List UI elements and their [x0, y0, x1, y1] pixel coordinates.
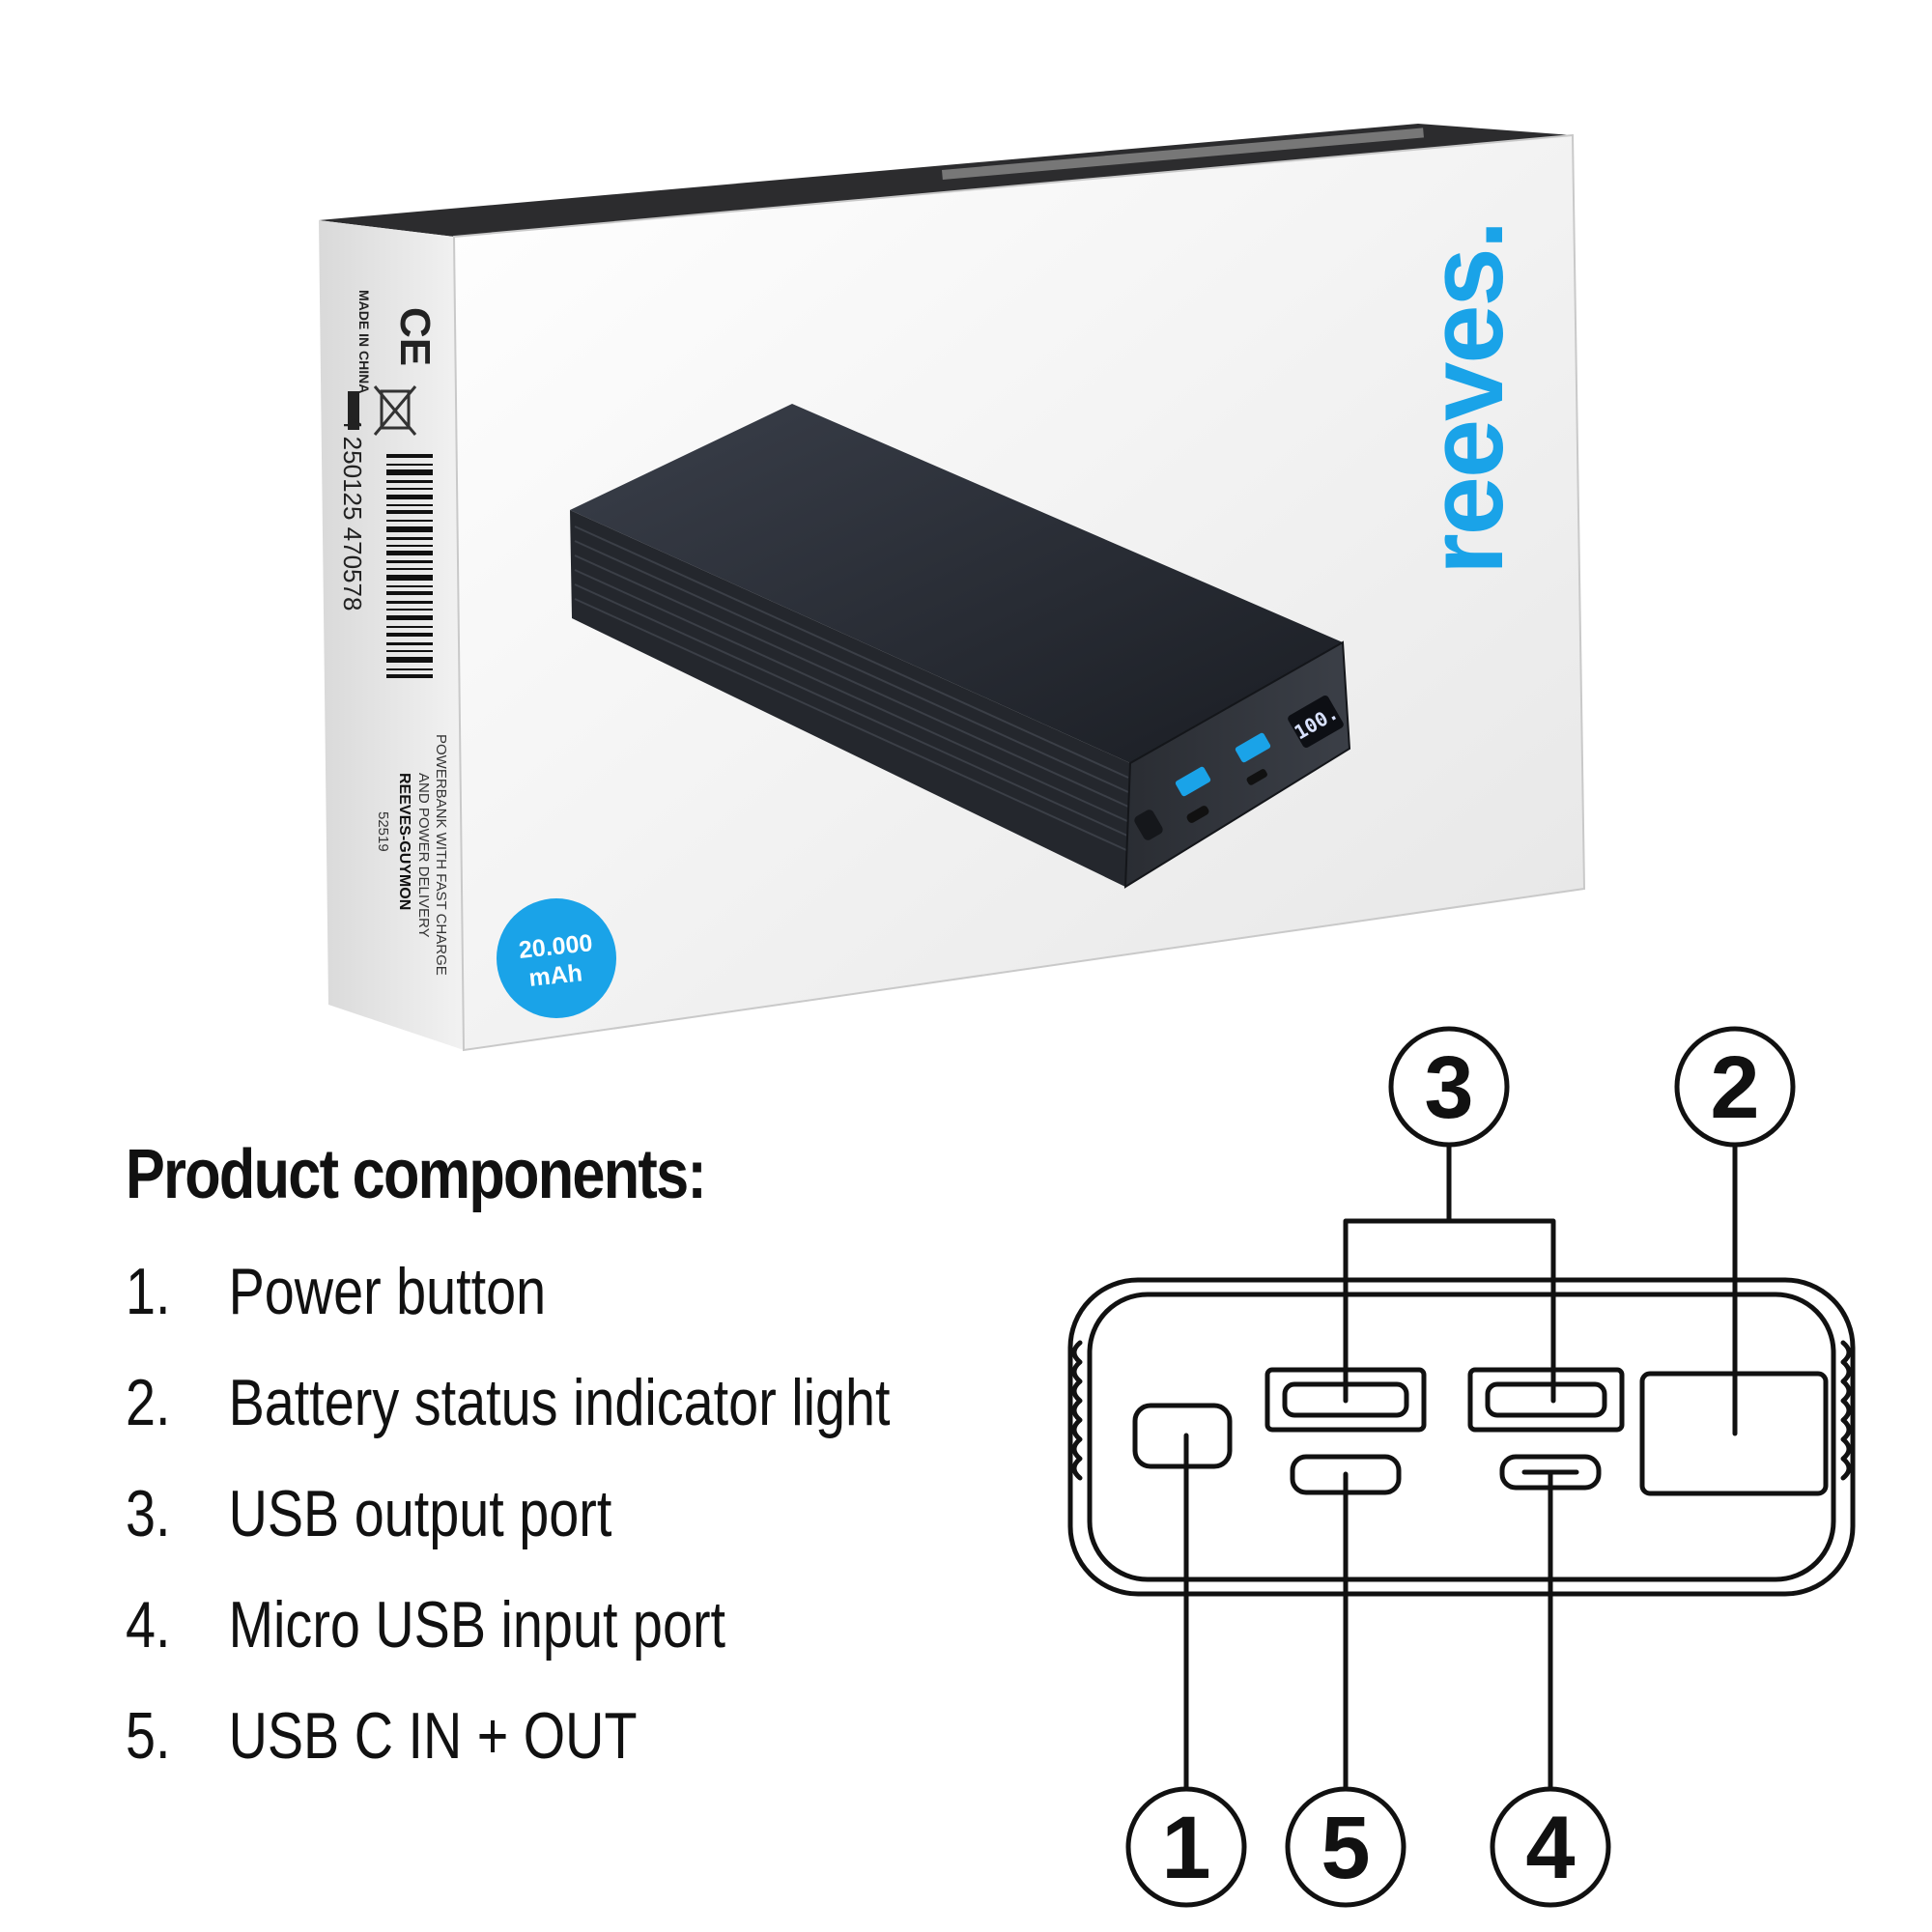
component-item: 5. USB C IN + OUT: [126, 1680, 918, 1791]
component-label: Micro USB input port: [228, 1587, 726, 1662]
side-code: 52519: [375, 811, 391, 852]
component-label: Battery status indicator light: [228, 1365, 891, 1439]
component-item: 4. Micro USB input port: [126, 1569, 918, 1680]
component-label: USB output port: [228, 1476, 612, 1550]
device-outline-outer: [1067, 1277, 1856, 1597]
component-number: 4.: [126, 1587, 171, 1662]
side-made-in: MADE IN CHINA: [356, 290, 372, 393]
product-box-illustration: MADE IN CHINA CE: [319, 124, 1586, 1052]
capacity-unit: mAh: [527, 959, 583, 992]
barcode: [386, 454, 433, 678]
callout-label-4: 4: [1525, 1799, 1575, 1897]
capacity-badge: [497, 898, 616, 1018]
device-usb-c: [1186, 806, 1209, 823]
component-label: USB C IN + OUT: [228, 1698, 638, 1773]
device-usb-a-1: [1175, 766, 1211, 797]
components-items: 1. Power button 2. Battery status indicato…: [126, 1236, 1092, 1791]
right-grip: [1840, 1340, 1852, 1481]
component-number: 3.: [126, 1476, 171, 1550]
callout-label-1: 1: [1161, 1799, 1210, 1897]
device-usb-a-2: [1235, 732, 1271, 763]
device-outline-inner: [1087, 1292, 1836, 1582]
micro-usb-port-shape: [1499, 1454, 1602, 1491]
usb-output-2-shape: [1467, 1367, 1625, 1433]
component-item: 1. Power button: [126, 1236, 918, 1347]
power-button-shape: [1132, 1403, 1233, 1469]
usb-c-port-shape: [1290, 1454, 1402, 1495]
callout-circle-4: [1490, 1786, 1611, 1908]
components-title: Product components:: [126, 1136, 707, 1213]
side-desc-line1: POWERBANK WITH FAST CHARGE: [433, 734, 449, 976]
callout-circle-5: [1285, 1786, 1406, 1908]
side-model: REEVES-GUYMON: [396, 773, 412, 910]
component-number: 5.: [126, 1698, 171, 1773]
usb-output-1-inner: [1282, 1381, 1409, 1418]
leader-line-3: [1343, 1218, 1556, 1404]
battery-indicator-shape: [1639, 1371, 1829, 1496]
component-label: Power button: [228, 1254, 547, 1328]
callout-circle-1: [1125, 1786, 1247, 1908]
brand-logo: reeves.: [1406, 222, 1525, 575]
weee-icon: [348, 385, 417, 436]
device-display: [1288, 696, 1344, 748]
side-desc-line2: AND POWER DELIVERY: [415, 773, 432, 938]
barcode-number: 4 250125 470578: [338, 415, 367, 611]
device-power-button: [1134, 810, 1163, 840]
usb-output-2-inner: [1485, 1381, 1607, 1418]
usb-output-1-shape: [1264, 1367, 1427, 1433]
power-bank-image: 100.: [570, 404, 1351, 889]
component-item: 3. USB output port: [126, 1458, 918, 1569]
component-number: 1.: [126, 1254, 171, 1328]
callout-label-5: 5: [1321, 1799, 1370, 1897]
ce-mark: CE: [391, 307, 439, 366]
component-item: 2. Battery status indicator light: [126, 1347, 918, 1458]
lid-fine-print: [942, 128, 1424, 180]
component-number: 2.: [126, 1365, 171, 1439]
device-micro-usb: [1246, 769, 1267, 785]
components-list: Product components: 1. Power button 2. Bat…: [126, 1135, 1092, 1791]
